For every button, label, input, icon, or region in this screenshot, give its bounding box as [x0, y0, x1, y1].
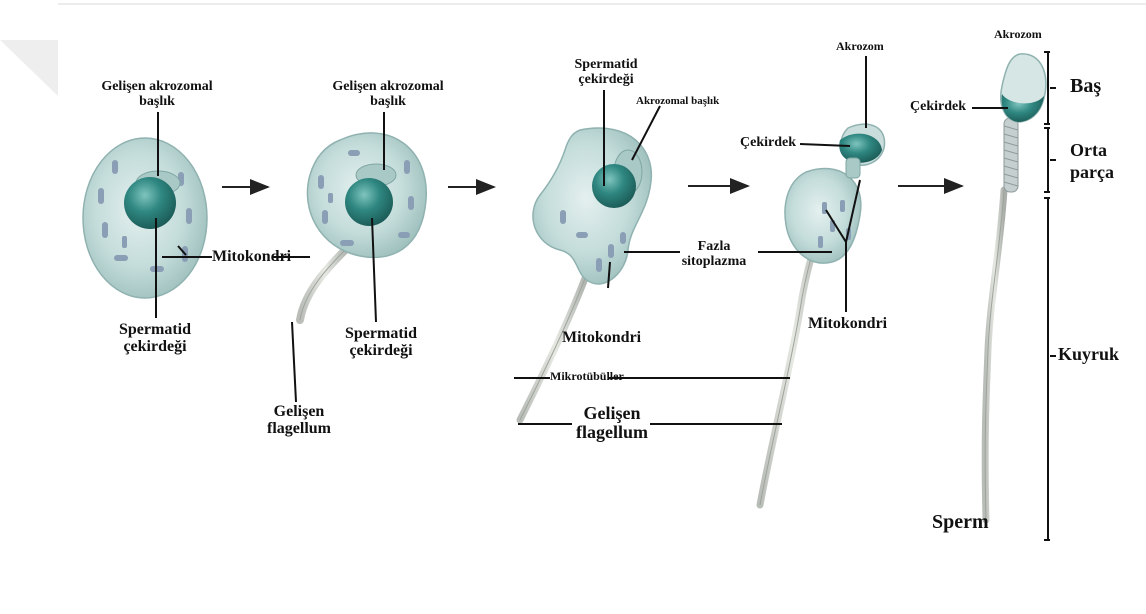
label-mitochondria-c: Mitokondri: [808, 316, 887, 333]
label-stage4-acrosome: Akrozom: [836, 40, 884, 53]
label-stage3-flagellum: Gelişen flagellum: [566, 404, 658, 442]
label-mitochondria-b: Mitokondri: [562, 330, 641, 347]
mature-sperm: [985, 54, 1046, 520]
label-excess-cytoplasm: Fazla sitoplazma: [668, 240, 760, 269]
leader-lines: [156, 52, 1056, 540]
label-stage2-flagellum: Gelişen flagellum: [244, 404, 354, 438]
label-stage3-nucleus: Spermatid çekirdeği: [556, 58, 656, 87]
stage2-cell: [300, 133, 426, 320]
label-stage2-acrosome: Gelişen akrozomal başlık: [318, 80, 458, 109]
label-stage3-cap: Akrozomal başlık: [636, 96, 719, 108]
label-sperm-nucleus: Çekirdek: [910, 100, 966, 115]
watermark-triangle: [0, 40, 58, 96]
label-mitochondria-a: Mitokondri: [212, 249, 291, 266]
label-sperm: Sperm: [932, 512, 989, 533]
label-sperm-acrosome: Akrozom: [994, 28, 1042, 41]
label-stage1-nucleus: Spermatid çekirdeği: [100, 322, 210, 356]
label-head: Baş: [1070, 76, 1101, 97]
label-microtubules: Mikrotübüller: [550, 370, 624, 383]
label-tail: Kuyruk: [1058, 345, 1119, 364]
label-midpiece: Orta parça: [1070, 140, 1130, 183]
stage1-cell: [83, 138, 207, 298]
label-stage2-nucleus: Spermatid çekirdeği: [326, 326, 436, 360]
label-stage1-acrosome: Gelişen akrozomal başlık: [84, 80, 230, 109]
label-stage4-nucleus: Çekirdek: [740, 136, 796, 151]
